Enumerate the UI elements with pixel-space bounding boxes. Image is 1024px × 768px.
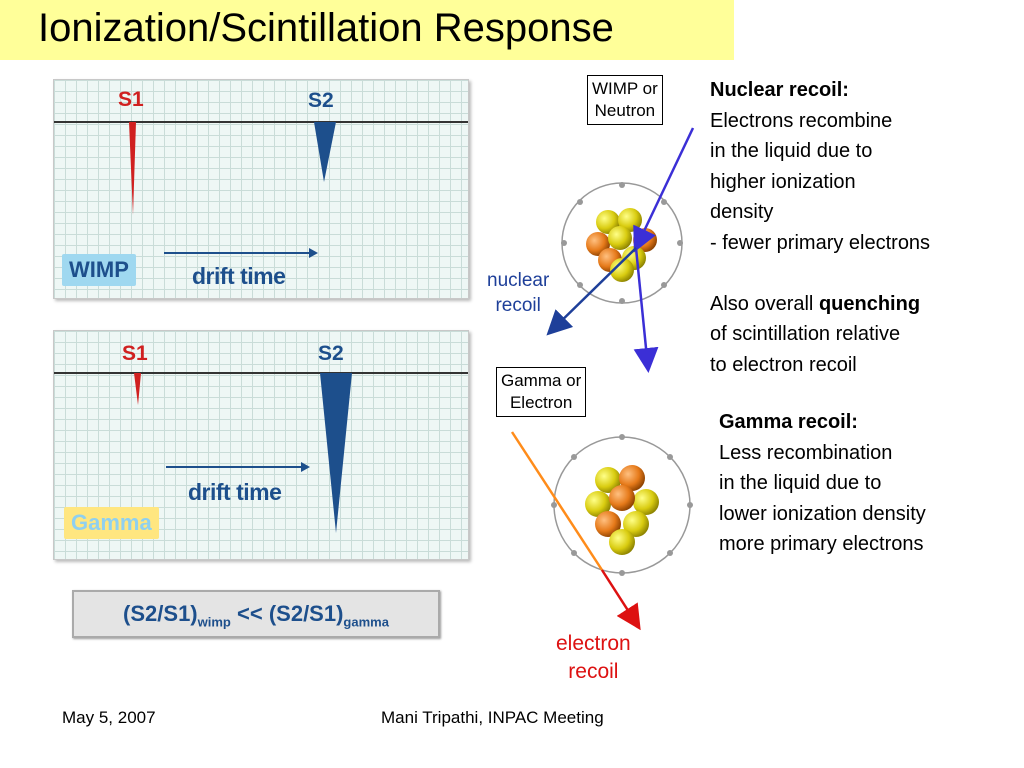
electron-recoil-atom: [551, 434, 693, 576]
nuclear-recoil-label: nuclear recoil: [487, 270, 550, 316]
gamma-incoming-arrow: [510, 431, 604, 571]
footer-date: May 5, 2007: [62, 708, 156, 727]
wimp-s1-label: S1: [118, 88, 144, 111]
gamma-s2-pulse: [320, 373, 352, 533]
ratio-left-sub: wimp: [197, 614, 231, 630]
nuclear-recoil-atom: [561, 182, 683, 304]
gamma-recoil-text: Gamma recoil: Less recombination in the …: [719, 407, 926, 560]
ratio-box: (S2/S1)wimp << (S2/S1)gamma: [72, 590, 440, 638]
wimp-scatter-arrow: [633, 247, 659, 373]
slide-title: Ionization/Scintillation Response: [38, 6, 614, 50]
wimp-incoming-arrow: [633, 127, 695, 253]
nuclear-recoil-arrow: [546, 247, 637, 336]
wimp-pulses: [129, 122, 336, 258]
gamma-tag: Gamma: [64, 507, 159, 539]
gamma-drift-label: drift time: [188, 479, 282, 505]
gamma-s1-pulse: [134, 373, 141, 405]
wimp-drift-label: drift time: [192, 263, 286, 289]
gamma-recoil-heading: Gamma recoil:: [719, 411, 858, 433]
ratio-right-sub: gamma: [343, 614, 389, 630]
wimp-tag: WIMP: [62, 254, 136, 286]
electron-recoil-label: electron recoil: [556, 632, 631, 683]
wimp-s2-label: S2: [308, 89, 334, 112]
gamma-s1-label: S1: [122, 342, 148, 365]
gamma-pulses: [134, 373, 352, 533]
electron-recoil-arrow: [600, 569, 641, 631]
wimp-s1-pulse: [129, 122, 136, 215]
title-bar: [0, 0, 734, 60]
footer-meeting: Mani Tripathi, INPAC Meeting: [381, 708, 604, 727]
gamma-signal-panel: S1 S2 drift time Gamma: [53, 330, 469, 560]
quenching-word: quenching: [818, 292, 921, 315]
ratio-op: <<: [237, 601, 263, 626]
gamma-s2-label: S2: [318, 342, 344, 365]
wimp-s2-pulse: [314, 122, 336, 182]
ratio-right: (S2/S1): [268, 601, 344, 626]
ratio-left: (S2/S1): [123, 601, 198, 626]
wimp-neutron-box: WIMP or Neutron: [587, 75, 663, 125]
recoil-diagram: [510, 127, 695, 631]
wimp-signal-panel: S1 S2 drift time WIMP: [53, 79, 469, 299]
nuclear-recoil-text: Nuclear recoil: Electrons recombine in t…: [710, 75, 930, 380]
gamma-electron-box: Gamma or Electron: [496, 367, 587, 417]
nuclear-recoil-heading: Nuclear recoil:: [710, 79, 849, 101]
